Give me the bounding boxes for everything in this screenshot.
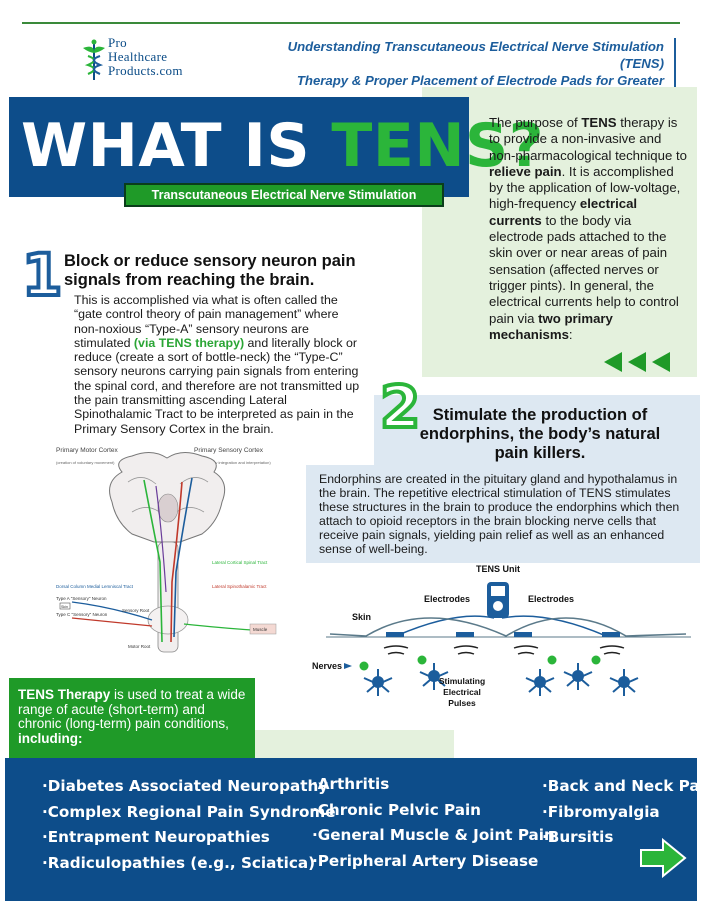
condition-item: ·Fibromyalgia bbox=[542, 802, 660, 821]
svg-text:(sensory integration and inter: (sensory integration and interpretation) bbox=[202, 460, 271, 465]
condition-item: ·Radiculopathies (e.g., Sciatica) bbox=[42, 853, 316, 872]
tens-electrode-diagram: TENS Unit Electrodes Electrodes Skin Ner… bbox=[312, 564, 691, 708]
condition-item: ·Complex Regional Pain Syndrome bbox=[42, 802, 336, 821]
nerves-label: Nerves bbox=[312, 661, 342, 671]
pulses-label-1: Stimulating bbox=[439, 676, 485, 686]
svg-text:Motor Root: Motor Root bbox=[128, 644, 151, 649]
purpose-text: The purpose of TENS therapy is to provid… bbox=[489, 115, 687, 342]
conditions-column-3: ·Back and Neck Pain ·Fibromyalgia ·Bursi… bbox=[542, 774, 702, 851]
top-rule bbox=[22, 22, 680, 24]
mechanism-number-1: 1 bbox=[20, 241, 64, 309]
svg-text:(creation of voluntary movemen: (creation of voluntary movement) bbox=[56, 460, 115, 465]
conditions-column-1: ·Diabetes Associated Neuropathy ·Complex… bbox=[42, 774, 336, 876]
conditions-intro-box bbox=[9, 678, 255, 760]
conditions-intro-text: TENS Therapy is used to treat a wide ran… bbox=[18, 687, 246, 746]
condition-item: ·Arthritis bbox=[312, 775, 390, 793]
condition-item: ·Back and Neck Pain bbox=[542, 777, 702, 795]
header-title: Understanding Transcutaneous Electrical … bbox=[244, 38, 676, 106]
mechanism-1-body: This is accomplished via what is often c… bbox=[74, 293, 360, 436]
condition-item: ·Chronic Pelvic Pain bbox=[312, 800, 481, 819]
svg-text:Sensory Root: Sensory Root bbox=[122, 608, 150, 613]
skin-label: Skin bbox=[352, 612, 371, 622]
spinal-pathway-diagram: Primary Motor Cortex (creation of volunt… bbox=[56, 447, 277, 653]
mechanism-2-header-band bbox=[374, 395, 700, 465]
conditions-accent-strip bbox=[254, 730, 454, 760]
subtitle-label: Transcutaneous Electrical Nerve Stimulat… bbox=[124, 183, 444, 207]
nerve-cells bbox=[363, 663, 639, 696]
svg-text:Dorsal Column Medial Lemniscal: Dorsal Column Medial Lemniscal Tract bbox=[56, 584, 134, 589]
condition-item: ·General Muscle & Joint Pain bbox=[312, 826, 555, 844]
right-arrow-icon[interactable] bbox=[639, 838, 687, 878]
svg-text:Lateral Spinothalamic Tract: Lateral Spinothalamic Tract bbox=[212, 584, 267, 589]
caduceus-icon bbox=[83, 39, 105, 80]
triple-left-arrow-icon bbox=[604, 352, 670, 372]
svg-text:Skin: Skin bbox=[61, 605, 68, 609]
electrodes-right-label: Electrodes bbox=[528, 594, 574, 604]
condition-item: ·Diabetes Associated Neuropathy bbox=[42, 777, 329, 795]
pulses-label-3: Pulses bbox=[448, 698, 476, 708]
primary-motor-cortex-label: Primary Motor Cortex bbox=[56, 447, 119, 454]
conditions-column-2: ·Arthritis ·Chronic Pelvic Pain ·General… bbox=[312, 772, 555, 874]
page-title: WHAT IS TENS? bbox=[21, 111, 545, 181]
mechanism-1-heading: Block or reduce sensory neuron pain sign… bbox=[64, 252, 356, 289]
condition-item: ·Entrapment Neuropathies bbox=[42, 828, 270, 846]
electrodes-left-label: Electrodes bbox=[424, 594, 470, 604]
conditions-list-panel bbox=[5, 758, 697, 901]
svg-text:Type A "Sensory" Neuron: Type A "Sensory" Neuron bbox=[56, 596, 107, 601]
svg-text:Type C "Sensory" Neuron: Type C "Sensory" Neuron bbox=[56, 612, 108, 617]
mechanism-2-heading: Stimulate the production of endorphins, … bbox=[419, 406, 661, 462]
endorphins-panel bbox=[306, 465, 700, 563]
mechanism-2-body: Endorphins are created in the pituitary … bbox=[319, 472, 680, 556]
svg-text:Lateral Cortical Spinal Tract: Lateral Cortical Spinal Tract bbox=[212, 560, 268, 565]
condition-item: ·Bursitis bbox=[542, 828, 614, 846]
pulses-label-2: Electrical bbox=[443, 687, 481, 697]
brand-logo-text: Pro Healthcare Products.com bbox=[108, 35, 183, 78]
tens-unit-label: TENS Unit bbox=[476, 564, 520, 574]
title-banner: WHAT IS TENS? bbox=[9, 97, 544, 197]
condition-item: ·Peripheral Artery Disease bbox=[312, 851, 539, 870]
tens-unit-icon bbox=[487, 582, 509, 618]
mechanism-number-2: 2 bbox=[378, 373, 422, 441]
svg-text:Muscle: Muscle bbox=[253, 627, 268, 632]
primary-sensory-cortex-label: Primary Sensory Cortex bbox=[194, 447, 264, 454]
